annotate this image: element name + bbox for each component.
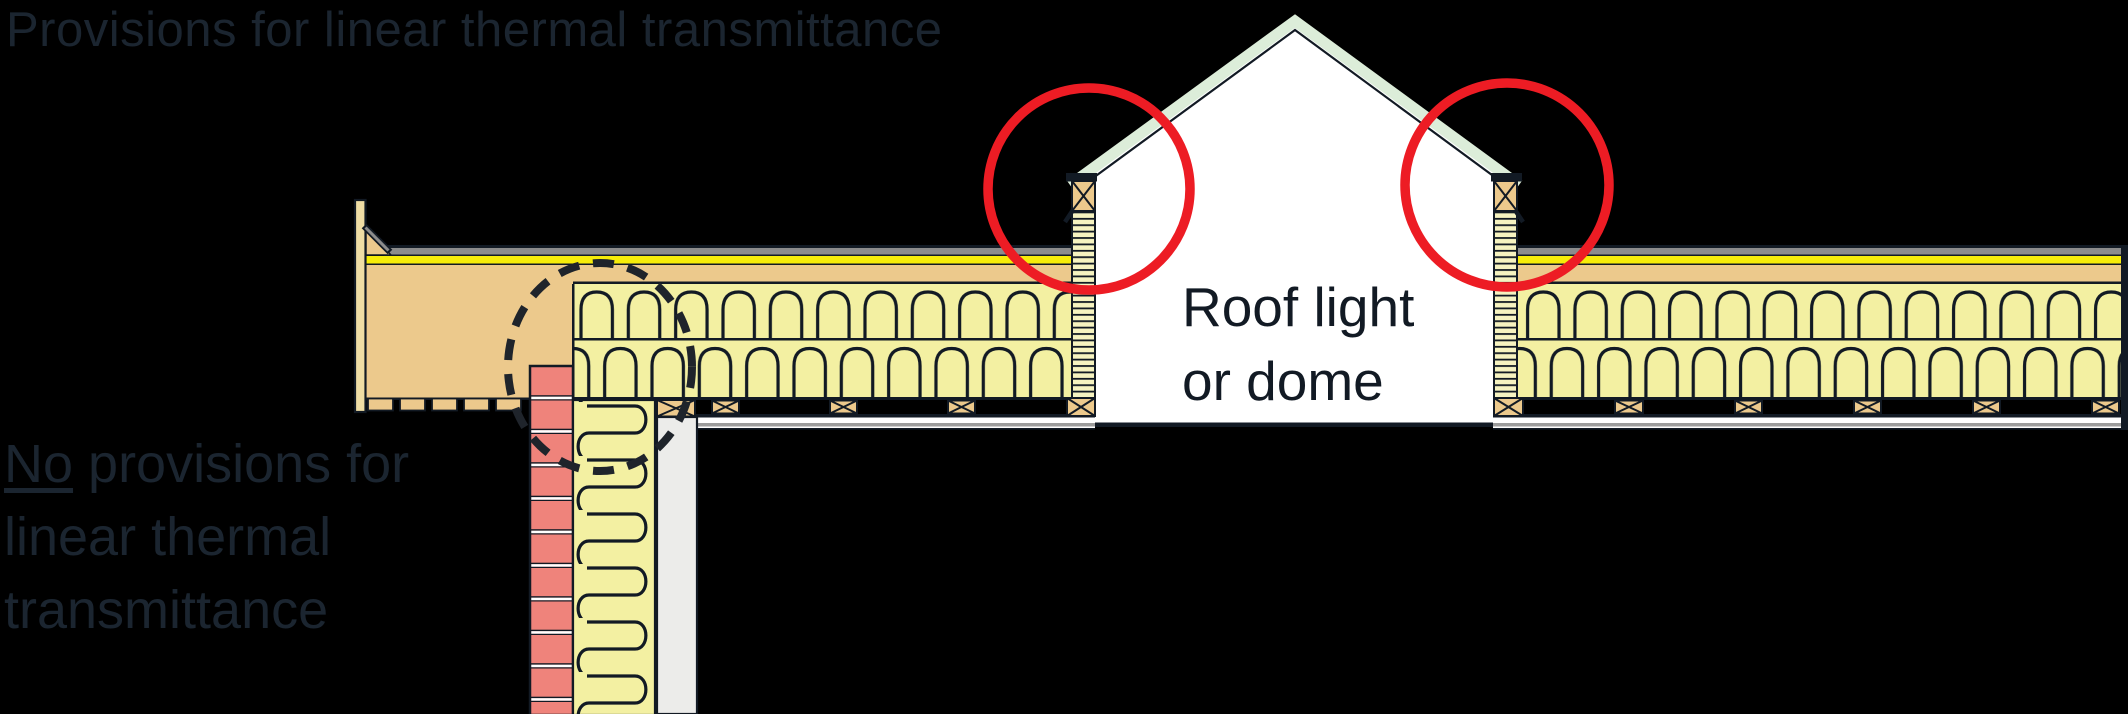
no-provisions-label: No provisions for linear thermal transmitt…	[4, 428, 409, 647]
eaves-detail	[353, 198, 522, 414]
right-red-highlight-circle	[1400, 78, 1614, 292]
section-cut-edge	[2121, 245, 2128, 430]
roof-deck-right	[1517, 265, 2124, 282]
roof-insulation-lower-right-hatch	[1517, 340, 2124, 397]
left-kerb-capping	[1066, 173, 1097, 182]
deck-bottom-line	[573, 281, 1072, 284]
waterproof-layer-right	[1517, 256, 2124, 264]
roof-light-gable	[1072, 18, 1517, 182]
roof-membrane	[384, 248, 1072, 255]
roof-light-label: Roof light or dome	[1182, 270, 1414, 418]
roof-insulation-upper-hatch	[573, 284, 1072, 338]
roof-insulation-lower-hatch	[573, 340, 1072, 397]
timber-blocking	[1493, 180, 1518, 212]
dashed-highlight-circle	[504, 259, 696, 475]
timber-blocking	[1071, 180, 1096, 212]
flat-roof-left-section	[365, 245, 1095, 430]
eaves-timber-zone	[365, 265, 573, 367]
roof-insulation-upper-right-hatch	[1517, 284, 2124, 338]
soffit-dash	[463, 397, 490, 412]
soffit-dash	[399, 397, 426, 412]
brick-outer-leaf	[530, 367, 573, 714]
roof-light-shape	[1066, 14, 1523, 427]
roof-light-glazing-inner-line	[1077, 28, 1512, 190]
no-provisions-line2: linear thermal	[4, 507, 332, 567]
no-provisions-emphasis: No	[4, 434, 74, 494]
membrane-upstand-gray	[364, 226, 390, 252]
timber-blocking	[1493, 397, 1524, 417]
roof-light-body	[1090, 181, 1498, 427]
soffit-dash	[495, 397, 522, 412]
insulation-bottom-line	[573, 397, 1095, 400]
roof-membrane-right	[1517, 248, 2124, 255]
no-provisions-line3: transmittance	[4, 580, 329, 640]
no-provisions-line1: provisions for	[73, 434, 410, 494]
right-kerb-insulation	[1493, 210, 1518, 399]
inner-leaf-blockwork	[655, 415, 699, 714]
ceiling-board-right	[1493, 414, 2122, 430]
ceiling-board-left	[657, 414, 1095, 430]
timber-blocking	[711, 399, 740, 415]
left-kerb-insulation	[1071, 210, 1096, 399]
timber-blocking	[1972, 399, 2001, 415]
eaves-timber-zone-lower	[365, 367, 530, 398]
soffit-dash	[367, 397, 394, 412]
dashed-soffit-board	[367, 397, 522, 412]
roof-light-glazing-band	[1066, 14, 1523, 190]
roof-light-base-line	[1090, 422, 1498, 427]
timber-blocking	[829, 399, 858, 415]
deck-top-line	[365, 263, 1072, 265]
membrane-top-line	[384, 245, 1072, 248]
heading-provisions: Provisions for linear thermal transmitta…	[6, 3, 943, 57]
soffit-dash	[431, 397, 458, 412]
cavity-insulation-hatch	[573, 400, 655, 714]
roof-light-label-line2: or dome	[1182, 350, 1384, 412]
timber-blocking	[1614, 399, 1644, 415]
roof-light-label-line1: Roof light	[1182, 276, 1415, 338]
roof-light-kerbs	[1063, 173, 1525, 399]
flat-roof-right-section	[1493, 245, 2128, 430]
timber-blocking	[2091, 399, 2120, 415]
timber-blocking	[1734, 399, 1763, 415]
insulation-left-edge	[572, 284, 575, 397]
timber-blocking	[1853, 399, 1882, 415]
fascia-board	[353, 198, 367, 414]
waterproof-layer	[365, 256, 1072, 264]
timber-blocking	[947, 399, 976, 415]
cavity-insulation-outline	[571, 398, 657, 714]
left-red-highlight-circle	[983, 83, 1195, 295]
insulation-layer-line	[573, 338, 1072, 341]
membrane-bottom-line	[384, 254, 1072, 256]
right-kerb-capping	[1491, 173, 1522, 182]
external-wall	[528, 364, 699, 714]
timber-blocking	[1066, 397, 1096, 417]
